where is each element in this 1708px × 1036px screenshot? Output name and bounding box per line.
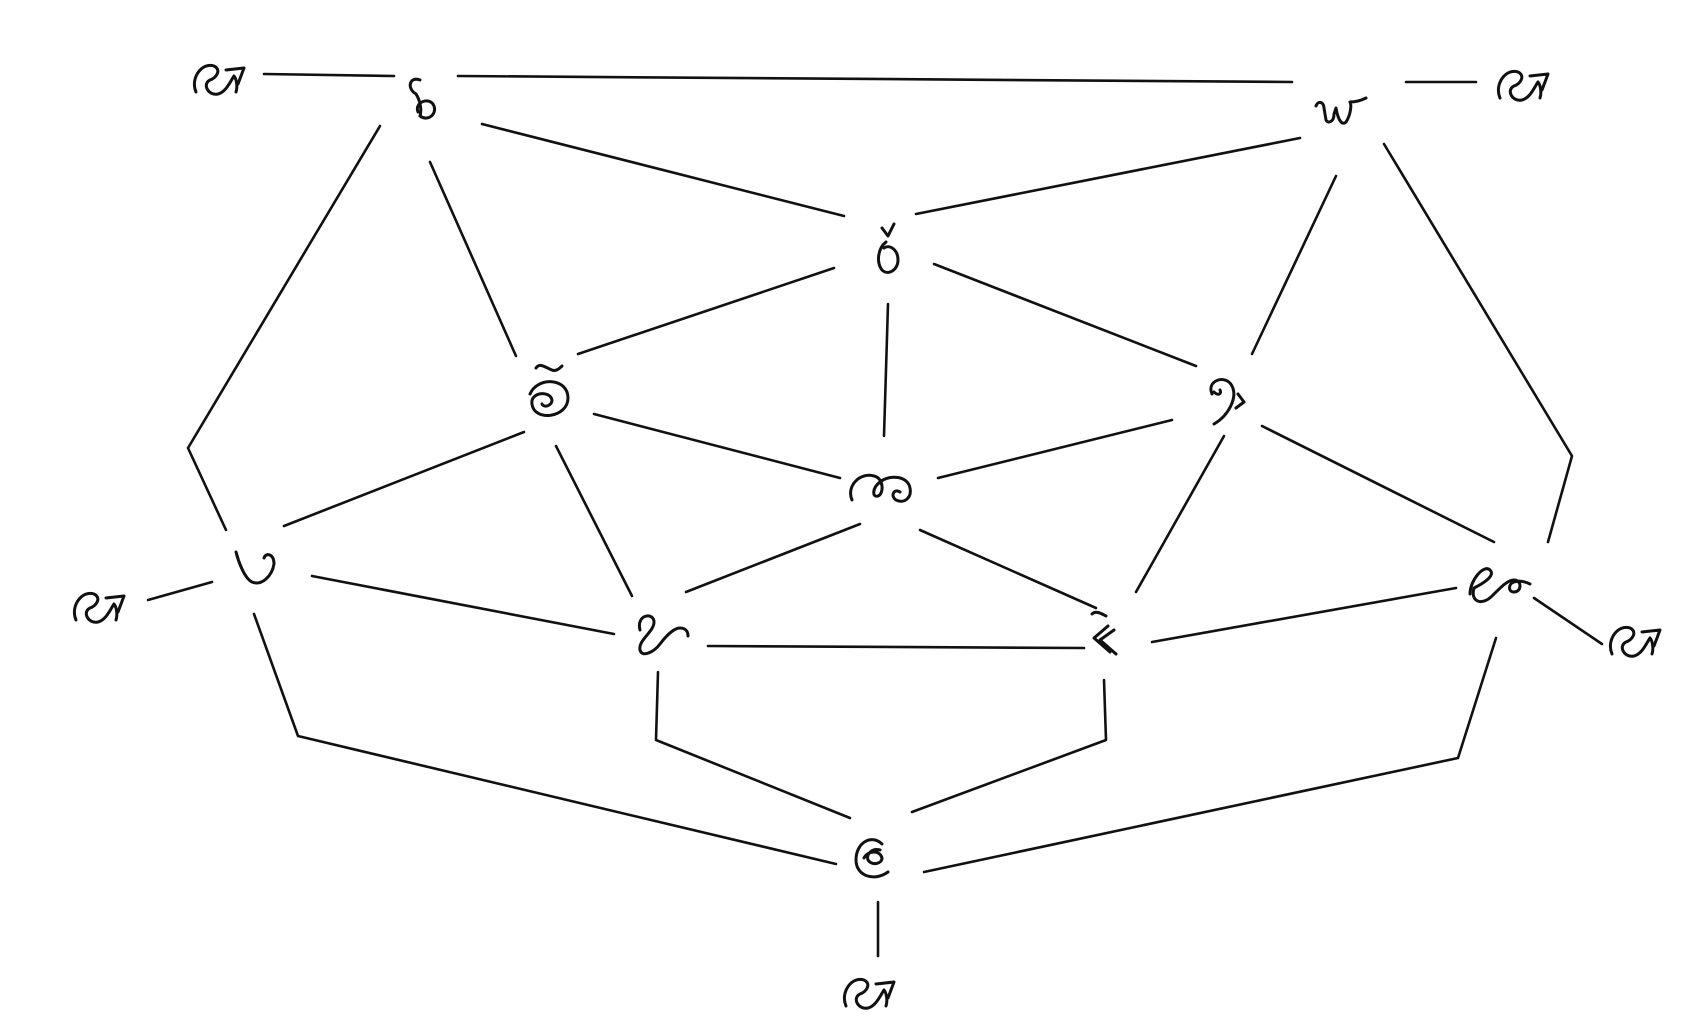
edge-top-left-left <box>186 124 382 532</box>
edge-top-left-top-right <box>456 74 1294 84</box>
arrow-hook-glyph-icon <box>1609 625 1662 658</box>
edge-mid-left-lower-left-center <box>554 444 634 598</box>
bass-clef-glyph-icon <box>1209 378 1246 426</box>
arrow-hook-glyph-icon <box>1497 69 1550 102</box>
edge-top-left-mid-left <box>428 160 518 358</box>
caron-o-glyph-icon <box>877 222 900 274</box>
arrow-hook-glyph-icon <box>843 977 896 1010</box>
s-curve-glyph-icon <box>637 614 690 656</box>
v-glyph-icon <box>234 550 276 585</box>
edge-left-lower-left-center <box>310 574 616 636</box>
edge-lower-right-center-right <box>1150 586 1458 644</box>
edge-top-right-upper-center <box>914 136 1302 216</box>
external-markers-layer <box>73 63 1662 1010</box>
edge-center-lower-left-center <box>684 522 862 594</box>
double-chevron-glyph-icon <box>1090 610 1118 656</box>
edge-upper-center-mid-left <box>576 266 836 356</box>
curled-d-glyph-icon <box>408 77 437 120</box>
arrow-hook-glyph-icon <box>73 591 126 624</box>
edge-top-left-upper-center <box>480 122 846 218</box>
edge-ext-top-left-top-left <box>262 72 396 78</box>
edge-center-lower-right-center <box>918 528 1098 610</box>
edge-ext-left-left <box>146 580 214 602</box>
edge-mid-right-center <box>936 418 1174 480</box>
edge-right-ext-right <box>1532 596 1604 646</box>
edge-top-right-right <box>1382 142 1574 544</box>
edge-mid-right-right <box>1260 424 1496 544</box>
edge-lower-left-center-bottom <box>654 670 852 820</box>
edge-top-right-mid-right <box>1250 174 1338 356</box>
double-loop-glyph-icon <box>849 473 912 503</box>
w-glyph-icon <box>1314 96 1368 125</box>
edge-upper-center-center <box>882 302 890 438</box>
edge-right-bottom <box>922 636 1498 874</box>
edges-layer <box>146 72 1604 958</box>
tilde-spiral-glyph-icon <box>528 363 570 417</box>
looped-e-glyph-icon <box>1468 567 1532 604</box>
edge-upper-center-mid-right <box>932 262 1198 368</box>
arrow-hook-glyph-icon <box>193 63 246 96</box>
nodes-layer <box>234 77 1532 879</box>
edge-lower-left-center-lower-right-center <box>706 644 1086 650</box>
curled-e-glyph-icon <box>854 838 890 879</box>
edge-left-bottom <box>252 612 838 866</box>
edge-mid-left-left <box>282 430 526 528</box>
edge-mid-right-lower-right-center <box>1134 434 1226 594</box>
edge-mid-left-center <box>592 412 842 480</box>
edge-lower-right-center-bottom <box>910 678 1108 814</box>
